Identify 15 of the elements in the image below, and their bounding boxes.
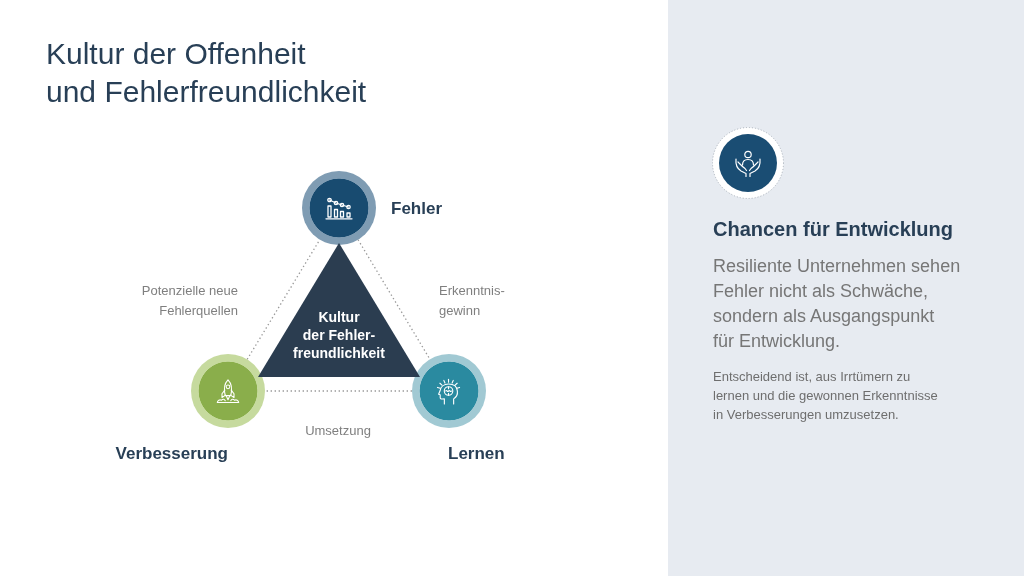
panel-text: Resiliente Unternehmen sehen Fehler nicht als Schwäche, sondern als Ausgangspunkt für Entwicklung. [713,255,961,353]
edge-label: Umsetzung [305,422,371,440]
edge-label: Erkenntnis- gewinn [439,282,505,320]
node-label: Kultur der Fehler- freundlichkeit [293,308,385,362]
edge-label: Potenzielle neue Fehlerquellen [141,282,238,320]
panel-heading: Chancen für Entwicklung [713,217,954,242]
dotted-connector [357,239,431,360]
dotted-connector [246,239,321,360]
node-heading: Fehler [391,198,443,220]
node-heading: Verbesserung [115,443,228,465]
side-panel [668,0,1024,576]
node-heading: Lernen [448,443,505,465]
triangle-node [258,243,420,377]
panel-note: Entscheidend ist, aus Irrtümern zu lernen und die gewonnen Erkenntnisse in Verbesserungen umzusetzen. [713,368,938,424]
slide-title: Kultur der Offenheit und Fehlerfreundlichkeit [46,36,367,110]
